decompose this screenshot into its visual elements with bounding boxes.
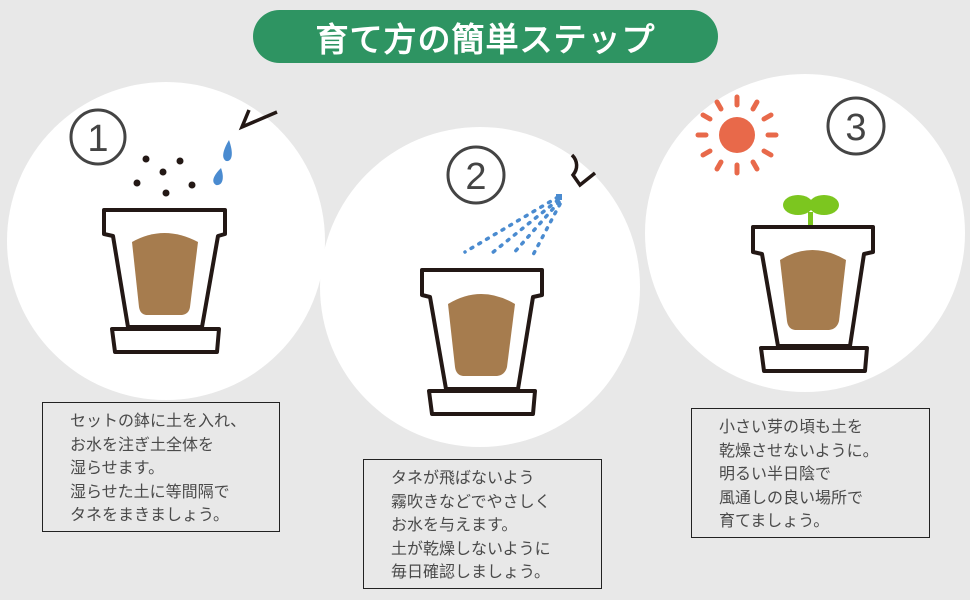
step-number-1-icon: 1 bbox=[69, 108, 127, 166]
step-3-line: 育てましょう。 bbox=[719, 511, 830, 530]
title-banner: 育て方の簡単ステップ bbox=[253, 10, 718, 63]
step-1-line: タネをまきましょう。 bbox=[70, 505, 230, 524]
step-number-3-icon: 3 bbox=[826, 96, 886, 156]
step-1-line: 湿らせます。 bbox=[70, 458, 165, 477]
flower-pot-icon bbox=[102, 208, 227, 354]
step-2-line: 霧吹きなどでやさしく bbox=[391, 491, 551, 511]
step-1-description: セットの鉢に土を入れ、 お水を注ぎ土全体を 湿らせます。 湿らせた土に等間隔で … bbox=[42, 402, 280, 532]
step-2-line: 土が乾燥しないように bbox=[391, 538, 551, 558]
spray-bottle-nozzle-icon bbox=[570, 153, 597, 188]
step-3-line: 乾燥させないように。 bbox=[719, 440, 879, 460]
step-number-2-icon: 2 bbox=[446, 145, 506, 205]
step-2-line: タネが飛ばないよう bbox=[391, 468, 535, 487]
step-3-line: 明るい半日陰で bbox=[719, 464, 832, 483]
svg-text:3: 3 bbox=[845, 107, 866, 149]
spray-mist-icon bbox=[463, 194, 562, 257]
step-2-line: お水を与えます。 bbox=[391, 515, 518, 534]
step-1-line: セットの鉢に土を入れ、 bbox=[70, 411, 247, 430]
step-3-line: 小さい芽の頃も土を bbox=[719, 417, 864, 436]
flower-pot-icon bbox=[751, 225, 875, 373]
step-2-illustration: 2 bbox=[320, 127, 640, 447]
step-3-line: 風通しの良い場所で bbox=[719, 487, 864, 507]
step-1-line: お水を注ぎ土全体を bbox=[70, 434, 215, 454]
page-title: 育て方の簡単ステップ bbox=[315, 19, 656, 59]
step-3-illustration: 3 bbox=[645, 74, 965, 392]
svg-text:1: 1 bbox=[87, 118, 108, 160]
seeds-icon bbox=[133, 155, 196, 197]
svg-text:2: 2 bbox=[465, 156, 486, 198]
flower-pot-icon bbox=[420, 268, 544, 416]
step-3-description: 小さい芽の頃も土を 乾燥させないように。 明るい半日陰で 風通しの良い場所で 育… bbox=[691, 408, 930, 538]
step-1-line: 湿らせた土に等間隔で bbox=[70, 481, 230, 501]
step-2-line: 毎日確認しましょう。 bbox=[391, 562, 551, 581]
watering-can-spout-icon bbox=[213, 109, 278, 186]
step-1-illustration: 1 bbox=[7, 82, 325, 400]
step-2-description: タネが飛ばないよう 霧吹きなどでやさしく お水を与えます。 土が乾燥しないように… bbox=[363, 459, 602, 589]
sun-icon bbox=[695, 94, 779, 176]
